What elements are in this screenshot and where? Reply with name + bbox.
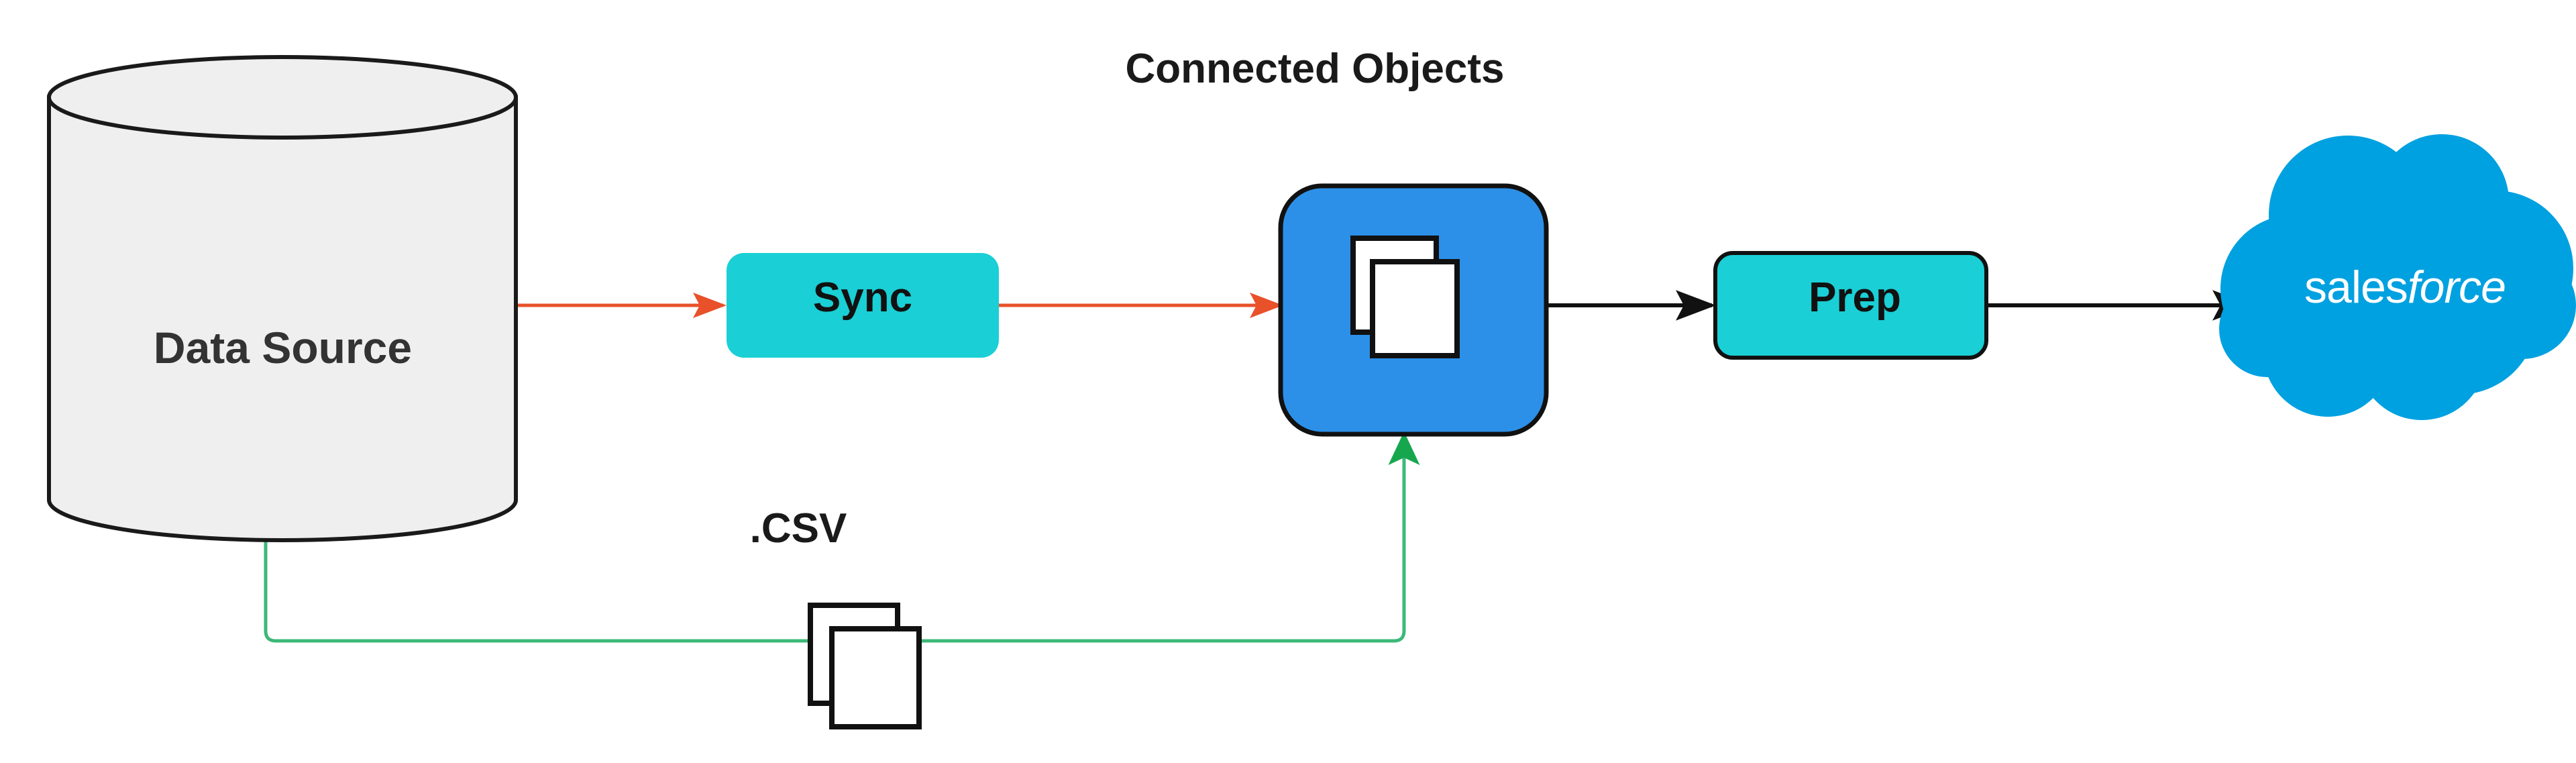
node-data-source[interactable] [47, 55, 518, 542]
node-connected-objects[interactable] [1278, 183, 1549, 437]
documents-icon-front-sheet [1370, 259, 1460, 358]
node-prep[interactable] [1713, 251, 1988, 360]
csv-documents-icon[interactable] [808, 603, 922, 729]
salesforce-cloud-icon [2219, 134, 2576, 420]
node-sync[interactable] [727, 253, 999, 358]
csv-documents-icon-front-sheet [829, 626, 922, 729]
node-salesforce[interactable] [2219, 134, 2576, 420]
